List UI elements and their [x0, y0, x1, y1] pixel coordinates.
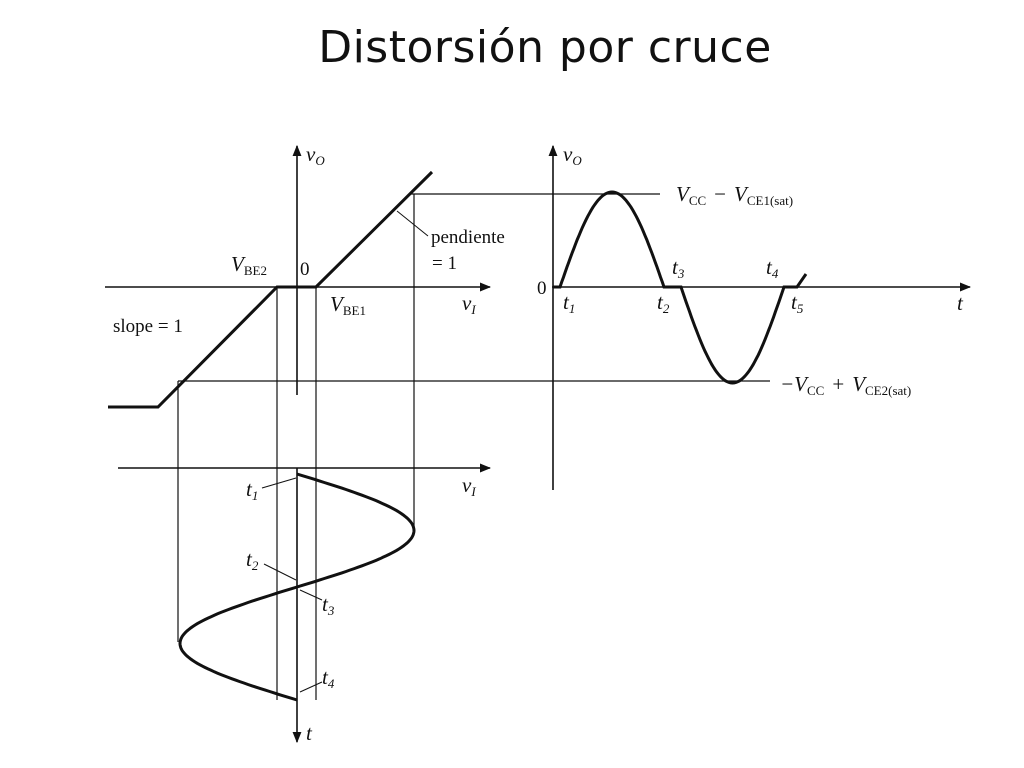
input-waveform-plot: vI t t1 t2 t3 t4 [118, 463, 492, 745]
t1-leader [261, 477, 297, 489]
bottom-level-label: −VCC+VCE2(sat) [780, 372, 911, 398]
output-distorted-curve [553, 190, 808, 385]
left-x-axis-label: vI [462, 291, 476, 317]
transfer-characteristic: vO vI 0 VBE2 VBE1 slope = 1 pendiente = … [105, 142, 770, 700]
right-y-axis-label: vO [563, 142, 582, 168]
pendiente-value-label: = 1 [432, 253, 457, 274]
lower-x-axis-label: vI [462, 473, 476, 499]
right-t2-label: t2 [657, 290, 670, 316]
slope-label: slope = 1 [113, 316, 183, 337]
pendiente-leader [396, 210, 429, 237]
t2-leader [263, 563, 297, 581]
lower-t3-label: t3 [322, 592, 335, 618]
lower-t4-label: t4 [322, 665, 335, 691]
right-t-axis-label: t [957, 291, 964, 315]
left-y-axis-label: vO [306, 142, 325, 168]
right-origin-label: 0 [537, 278, 547, 299]
right-t5-label: t5 [791, 290, 804, 316]
lower-t2-label: t2 [246, 547, 259, 573]
right-t1-label: t1 [563, 290, 575, 316]
t3-leader [299, 589, 323, 601]
vbe2-label: VBE2 [231, 252, 267, 278]
left-origin-label: 0 [300, 259, 310, 280]
transfer-curve [108, 170, 434, 409]
lower-t-axis-label: t [306, 721, 313, 745]
vbe1-label: VBE1 [330, 292, 366, 318]
right-t4-label: t4 [766, 255, 779, 281]
top-level-label: VCC−VCE1(sat) [676, 182, 793, 208]
slide-title: Distorsión por cruce [318, 22, 772, 73]
t4-leader [299, 681, 323, 693]
output-waveform-plot: vO t 0 t1 t2 t3 t4 t5 VCC−VCE1(sat) −VCC… [537, 142, 972, 490]
pendiente-label: pendiente [431, 227, 505, 248]
lower-t1-label: t1 [246, 477, 258, 503]
right-t3-label: t3 [672, 255, 685, 281]
input-sine-curve [178, 472, 416, 702]
